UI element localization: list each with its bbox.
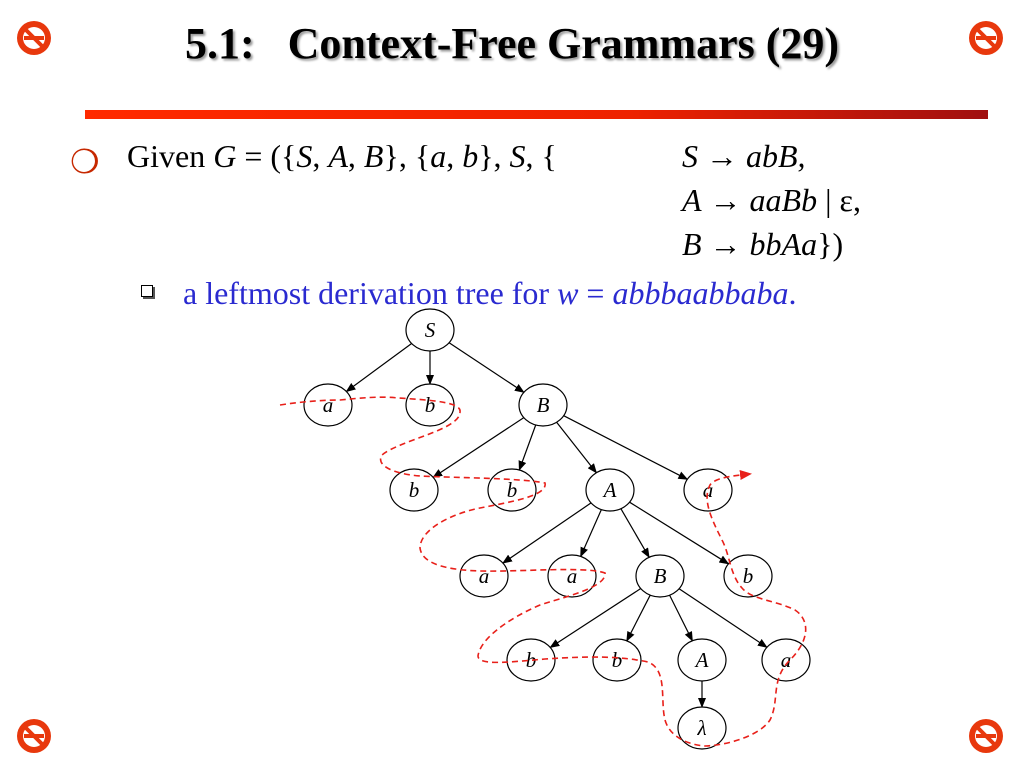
tree-node: b	[506, 638, 556, 682]
production-rule: S → abB,	[682, 138, 806, 174]
no-smoking-icon	[14, 716, 54, 756]
leftmost-traversal-path	[279, 396, 807, 747]
tree-node-label: a	[567, 564, 578, 588]
tree-node-circle	[303, 383, 353, 427]
tree-node-label: b	[409, 478, 420, 502]
tree-node: a	[303, 383, 353, 427]
tree-node-circle	[592, 638, 642, 682]
tree-node-label: B	[537, 393, 550, 417]
tree-node-circle	[459, 554, 509, 598]
tree-node-label: a	[479, 564, 490, 588]
slide-title: 5.1: Context-Free Grammars (29)	[0, 18, 1024, 69]
tree-edge	[626, 594, 651, 642]
tree-node-circle	[405, 308, 455, 352]
title-text: Context-Free Grammars (29)	[287, 19, 840, 68]
tree-edge	[345, 343, 412, 393]
tree-node: a	[459, 554, 509, 598]
tree-edge	[556, 421, 597, 474]
tree-node-label: a	[703, 478, 714, 502]
bullet-square-icon	[141, 285, 153, 297]
tree-node-label: b	[612, 648, 623, 672]
tree-node-circle	[723, 554, 773, 598]
tree-node-label: S	[425, 318, 436, 342]
tree-edge	[502, 502, 592, 564]
tree-node: b	[487, 468, 537, 512]
tree-edge	[669, 594, 693, 642]
tree-node-circle	[635, 554, 685, 598]
tree-node: b	[723, 554, 773, 598]
tree-edge	[549, 588, 642, 649]
tree-node-label: λ	[696, 716, 706, 740]
no-smoking-icon	[966, 716, 1006, 756]
tree-node-label: a	[781, 648, 792, 672]
no-smoking-icon	[14, 18, 54, 58]
tree-edge	[620, 508, 650, 559]
title-number: 5.1:	[184, 19, 255, 68]
tree-node: a	[761, 638, 811, 682]
tree-node: λ	[677, 706, 727, 750]
tree-node-label: b	[743, 564, 754, 588]
bullet-circle-icon: ❍	[70, 145, 100, 181]
subpoint-text: a leftmost derivation tree for w = abbba…	[183, 275, 797, 311]
tree-node: b	[592, 638, 642, 682]
tree-node-circle	[547, 554, 597, 598]
tree-edge	[563, 415, 689, 480]
tree-node: S	[405, 308, 455, 352]
tree-node: B	[635, 554, 685, 598]
tree-node-label: b	[425, 393, 436, 417]
no-smoking-icon	[966, 18, 1006, 58]
tree-node-label: B	[654, 564, 667, 588]
tree-node-circle	[677, 706, 727, 750]
tree-edge	[678, 588, 768, 648]
tree-node-label: a	[323, 393, 334, 417]
tree-node-circle	[677, 638, 727, 682]
grammar-definition: Given G = ({S, A, B}, {a, b}, S, {	[127, 138, 557, 174]
title-divider	[85, 110, 988, 119]
tree-node-label: b	[507, 478, 518, 502]
tree-node: b	[389, 468, 439, 512]
production-rule: B → bbAa})	[682, 226, 844, 262]
tree-edge	[580, 509, 602, 558]
tree-node-circle	[389, 468, 439, 512]
tree-node-label: A	[694, 648, 709, 672]
tree-edge	[432, 417, 525, 478]
tree-node-circle	[518, 383, 568, 427]
tree-node: B	[518, 383, 568, 427]
tree-edge	[448, 342, 525, 393]
tree-node: b	[405, 383, 455, 427]
tree-edge	[518, 424, 537, 471]
tree-node-label: b	[526, 648, 537, 672]
tree-edge	[629, 501, 730, 565]
production-rule: A → aaBb | ε,	[682, 182, 861, 218]
tree-node: A	[585, 468, 635, 512]
tree-node-circle	[585, 468, 635, 512]
tree-node: A	[677, 638, 727, 682]
tree-node: a	[547, 554, 597, 598]
tree-node-circle	[506, 638, 556, 682]
tree-node-circle	[761, 638, 811, 682]
tree-node-label: A	[602, 478, 617, 502]
